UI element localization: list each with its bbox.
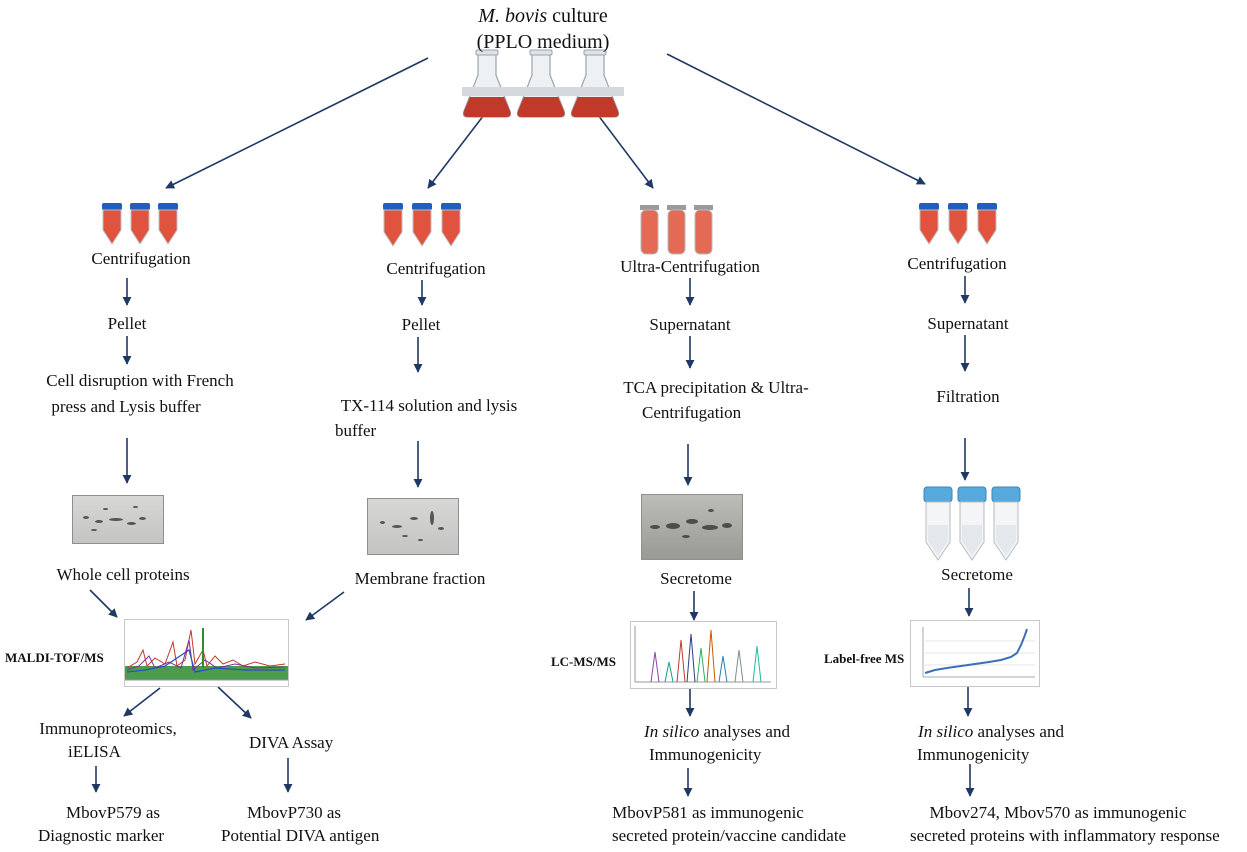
b1-step1: Centrifugation xyxy=(91,249,191,268)
membrane-gel-image xyxy=(367,498,459,555)
b1-fraction: Whole cell proteins xyxy=(56,565,190,584)
b3-step3-line1: TCA precipitation & Ultra- xyxy=(623,378,809,397)
centrifuge-tubes-icon xyxy=(102,203,178,245)
in-silico-label: In silico xyxy=(644,722,700,741)
centrifuge-tubes-icon xyxy=(919,203,997,245)
b2-step1: Centrifugation xyxy=(386,259,486,278)
arrow-top-to-branch-1 xyxy=(165,57,429,189)
maldi-label: MALDI-TOF/MS xyxy=(5,650,104,665)
b3-step2: Supernatant xyxy=(649,315,731,334)
b4-method: Label-free MS xyxy=(824,651,905,666)
b3-result-line2: secreted protein/vaccine candidate xyxy=(612,826,847,845)
analysis-label: analyses and xyxy=(699,722,790,741)
culture-title: M. bovis culture xyxy=(478,4,607,29)
b4-step2: Supernatant xyxy=(927,314,1009,333)
result-right-line1: MbovP730 as xyxy=(247,803,341,822)
b4-step1: Centrifugation xyxy=(907,254,1007,273)
b2-fraction: Membrane fraction xyxy=(354,569,486,588)
result-right-line2: Potential DIVA antigen xyxy=(221,826,380,845)
b4-analysis-line1: In silico analyses and xyxy=(918,721,1064,743)
culture-medium: (PPLO medium) xyxy=(476,31,610,53)
b3-step1: Ultra-Centrifugation xyxy=(620,257,760,276)
b4-fraction: Secretome xyxy=(941,565,1013,584)
b1-step3-line1: Cell disruption with French xyxy=(46,371,234,390)
b4-step3: Filtration xyxy=(936,387,1000,406)
maldi-left-line2: iELISA xyxy=(68,742,121,761)
filter-tubes-icon xyxy=(923,486,1021,561)
arrow-top-to-branch-3 xyxy=(594,110,654,189)
b3-method: LC-MS/MS xyxy=(551,654,616,669)
secretome-gel-image xyxy=(641,494,743,560)
maldi-spectrum xyxy=(124,619,289,687)
in-silico-label: In silico xyxy=(918,722,974,741)
lcms-chromatogram-plot xyxy=(634,626,771,683)
arrow-top-to-branch-2 xyxy=(427,110,488,189)
label-free-ms-plot xyxy=(910,620,1040,687)
b4-result-line1: Mbov274, Mbov570 as immunogenic xyxy=(929,803,1187,822)
b2-step3-line1: TX-114 solution and lysis xyxy=(340,396,518,415)
maldi-spectrum-plot xyxy=(125,628,288,681)
arrow-maldi-right xyxy=(217,686,252,719)
b4-result-line2: secreted proteins with inflammatory resp… xyxy=(910,826,1220,845)
culture-flasks-icon xyxy=(462,49,624,118)
b3-analysis-line1: In silico analyses and xyxy=(644,721,790,743)
b1-step2: Pellet xyxy=(107,314,147,333)
result-left-line2: Diagnostic marker xyxy=(38,826,165,845)
arrow-b2-d xyxy=(305,591,345,621)
analysis-label: analyses and xyxy=(973,722,1064,741)
organism-name: M. bovis xyxy=(478,5,548,27)
maldi-right: DIVA Assay xyxy=(249,733,334,752)
maldi-left-line1: Immunoproteomics, xyxy=(39,719,177,738)
result-left-line1: MbovP579 as xyxy=(66,803,160,822)
b2-step2: Pellet xyxy=(401,315,441,334)
lcms-chromatogram xyxy=(630,621,777,689)
ultracentrifuge-tubes-icon xyxy=(640,205,713,255)
arrow-top-to-branch-4 xyxy=(666,53,926,185)
whole-cell-gel-image xyxy=(72,495,164,544)
b2-step3-line2: buffer xyxy=(335,421,377,440)
b3-fraction: Secretome xyxy=(660,569,732,588)
b1-step3-line2: press and Lysis buffer xyxy=(51,397,201,416)
arrow-b1-d xyxy=(89,589,118,618)
b3-analysis-line2: Immunogenicity xyxy=(649,745,762,764)
arrow-maldi-left xyxy=(123,687,161,717)
culture-label: culture xyxy=(547,5,608,27)
b4-analysis-line2: Immunogenicity xyxy=(917,745,1030,764)
b3-step3-line2: Centrifugation xyxy=(642,403,742,422)
centrifuge-tubes-icon xyxy=(383,203,461,247)
label-free-ms-curve xyxy=(922,627,1035,678)
b3-result-line1: MbovP581 as immunogenic xyxy=(612,803,804,822)
